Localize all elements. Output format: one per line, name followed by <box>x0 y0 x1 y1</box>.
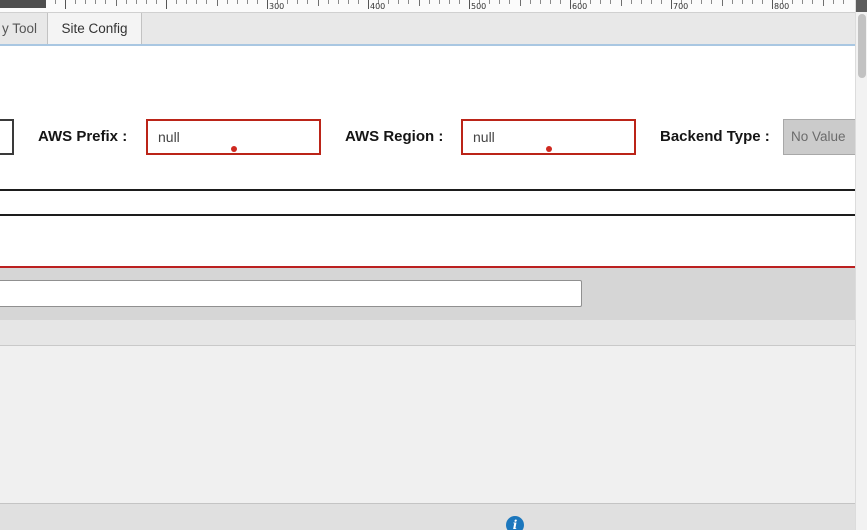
scrollbar-thumb[interactable] <box>858 14 866 78</box>
aws-prefix-field <box>146 119 321 155</box>
red-divider <box>0 266 855 268</box>
tab-bar: y Tool Site Config <box>0 12 867 44</box>
vertical-scrollbar[interactable] <box>855 0 867 530</box>
section-strip <box>0 320 855 346</box>
content-area <box>0 346 855 503</box>
divider-line <box>0 214 855 216</box>
site-config-panel: AWS Prefix : AWS Region : Backend Type :… <box>0 46 867 266</box>
tab-underline <box>0 44 867 46</box>
aws-region-field <box>461 119 636 155</box>
tab-tool-label: y Tool <box>2 21 38 36</box>
aws-region-label: AWS Region : <box>345 128 444 145</box>
ruler-dark-segment <box>0 0 46 8</box>
validation-error-dot <box>545 146 552 152</box>
validation-error-dot <box>230 146 237 152</box>
toolbar <box>0 268 855 320</box>
footer-bar: i <box>0 503 855 530</box>
tab-site-config[interactable]: Site Config <box>48 13 142 44</box>
scrollbar-top-corner <box>856 0 867 12</box>
cutoff-field[interactable] <box>0 119 14 155</box>
aws-prefix-label: AWS Prefix : <box>38 128 128 145</box>
toolbar-text-input[interactable] <box>0 280 582 307</box>
divider-line <box>0 189 855 191</box>
tab-tool[interactable]: y Tool <box>0 13 48 44</box>
info-icon[interactable]: i <box>506 516 524 530</box>
tab-site-config-label: Site Config <box>61 21 128 36</box>
backend-type-label: Backend Type : <box>660 128 770 145</box>
backend-type-value: No Value <box>783 119 856 155</box>
